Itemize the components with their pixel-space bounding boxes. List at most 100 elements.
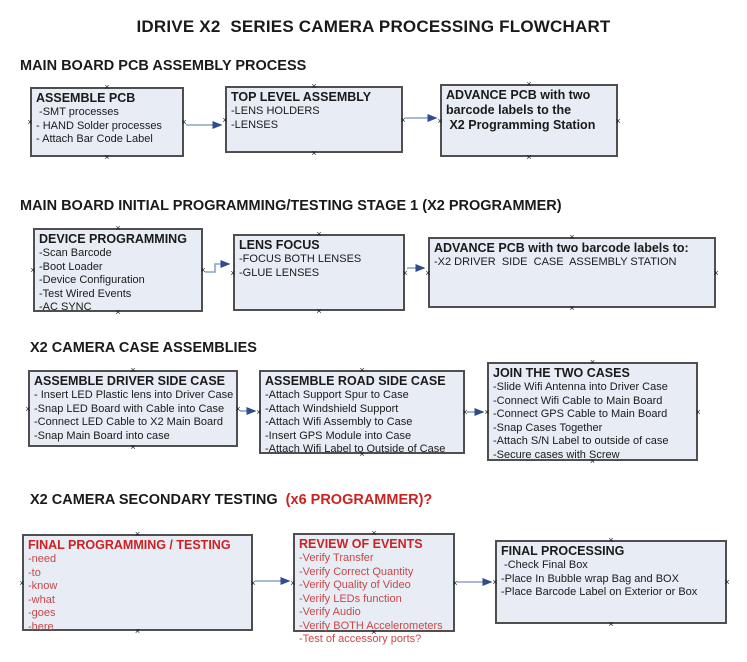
box-lines: -Check Final Box-Place In Bubble wrap Ba… (501, 559, 721, 600)
section-heading-secondary-testing-black: X2 CAMERA SECONDARY TESTING (30, 492, 286, 508)
box-line: -X2 DRIVER SIDE CASE ASSEMBLY STATION (434, 256, 677, 268)
box-lines: -X2 DRIVER SIDE CASE ASSEMBLY STATION (434, 256, 710, 270)
box-title: FINAL PROCESSING (501, 544, 625, 558)
box-line: X2 Programming Station (446, 118, 596, 132)
box-lines: - Insert LED Plastic lens into Driver Ca… (34, 389, 233, 443)
box-lines: -Attach Support Spur to Case-Attach Wind… (265, 389, 459, 457)
page-title: IDRIVE X2 SERIES CAMERA PROCESSING FLOWC… (136, 17, 611, 36)
box-lines: barcode labels to the X2 Programming Sta… (446, 103, 612, 133)
connection-point-icon (358, 450, 366, 458)
box-line: -know (28, 580, 58, 592)
connection-point-icon (134, 530, 142, 538)
box-line: -Attach S/N Label to outside of case (493, 435, 669, 447)
connection-point-icon (607, 536, 615, 544)
box-line: -GLUE LENSES (239, 266, 320, 279)
box-line: -to (28, 566, 41, 579)
connection-point-icon (134, 627, 142, 635)
connection-point-icon (607, 620, 615, 628)
box-line: - HAND Solder processes (36, 119, 162, 132)
flowbox-final-processing: FINAL PROCESSING -Check Final Box-Place … (495, 540, 727, 624)
box-line: -Snap LED Board with Cable into Case (34, 402, 225, 415)
box-line: -goes (28, 607, 56, 619)
box-line: -Connect Wifi Cable to Main Board (493, 394, 663, 407)
box-line: -Attach Support Spur to Case (265, 389, 409, 401)
box-line: -Secure cases with Screw (493, 448, 620, 461)
box-title: ADVANCE PCB with two (446, 88, 591, 102)
flowbox-device-programming: DEVICE PROGRAMMING -Scan Barcode-Boot Lo… (33, 228, 203, 315)
box-title: REVIEW OF EVENTS (299, 537, 423, 551)
connection-point-icon (180, 118, 188, 126)
box-lines: -Scan Barcode-Boot Loader-Device Configu… (39, 247, 197, 315)
box-line: -Test Wired Events (39, 287, 132, 300)
flowbox-final-programming-testing: FINAL PROGRAMMING / TESTING -need-to-kno… (22, 534, 253, 633)
flowbox-assemble-pcb: ASSEMBLE PCB -SMT processes- HAND Solder… (30, 87, 184, 157)
connection-point-icon (399, 116, 407, 124)
flowbox-assemble-driver-side-case: ASSEMBLE DRIVER SIDE CASE - Insert LED P… (28, 370, 238, 447)
box-line: -Attach Wifi Assembly to Case (265, 416, 413, 428)
flowbox-lens-focus: LENS FOCUS -FOCUS BOTH LENSES-GLUE LENSE… (233, 234, 405, 311)
box-lines: -FOCUS BOTH LENSES-GLUE LENSES (239, 253, 399, 280)
connection-point-icon (451, 579, 459, 587)
box-title: JOIN THE TWO CASES (493, 366, 630, 380)
connection-point-icon (289, 579, 297, 587)
flowbox-assemble-road-side-case: ASSEMBLE ROAD SIDE CASE -Attach Support … (259, 370, 465, 457)
box-line: -Snap Cases Together (493, 421, 603, 434)
arrow-device-programming-to-lens-focus (205, 260, 231, 273)
box-line: -LENS HOLDERS (231, 105, 320, 117)
connection-point-icon (199, 266, 207, 274)
connection-point-icon (436, 117, 444, 125)
box-title: FINAL PROGRAMMING / TESTING (28, 538, 231, 552)
flowbox-review-of-events: REVIEW OF EVENTS -Verify Transfer -Verify… (293, 533, 455, 645)
box-line: -Boot Loader (39, 260, 103, 273)
connection-point-icon (249, 579, 257, 587)
box-line: -Attach Windshield Support (265, 402, 399, 415)
flowbox-join-the-two-cases: JOIN THE TWO CASES -Slide Wifi Antenna i… (487, 362, 698, 461)
connection-point-icon (712, 269, 720, 277)
box-line: -Place Barcode Label on Exterior or Box (501, 586, 698, 598)
box-lines: -SMT processes- HAND Solder processes- A… (36, 106, 178, 147)
box-title: ASSEMBLE DRIVER SIDE CASE (34, 374, 226, 388)
box-lines: -Slide Wifi Antenna into Driver Case-Con… (493, 381, 692, 462)
connection-point-icon (26, 118, 34, 126)
connection-point-icon (424, 269, 432, 277)
box-lines: -LENS HOLDERS-LENSES (231, 105, 397, 132)
box-line: -FOCUS BOTH LENSES (239, 253, 362, 265)
connection-point-icon (525, 80, 533, 88)
box-line: -Check Final Box (501, 559, 588, 571)
box-line: -Verify Audio (299, 606, 361, 618)
connection-point-icon (114, 308, 122, 316)
box-line: -SMT processes (36, 106, 119, 118)
box-title: LENS FOCUS (239, 238, 320, 252)
box-title: ASSEMBLE ROAD SIDE CASE (265, 374, 446, 388)
box-line: -Verify LEDs function (299, 592, 402, 605)
box-line: -Verify Transfer (299, 552, 374, 564)
connection-point-icon (694, 408, 702, 416)
connection-point-icon (221, 116, 229, 124)
box-line: -Slide Wifi Antenna into Driver Case (493, 381, 668, 393)
connection-point-icon (370, 529, 378, 537)
connection-point-icon (315, 307, 323, 315)
box-line: barcode labels to the (446, 103, 572, 117)
box-title: TOP LEVEL ASSEMBLY (231, 90, 372, 104)
connection-point-icon (723, 578, 731, 586)
connection-point-icon (315, 230, 323, 238)
box-title: DEVICE PROGRAMMING (39, 232, 187, 246)
section-heading-secondary-testing: X2 CAMERA SECONDARY TESTING (x6 PROGRAMM… (30, 492, 432, 508)
connection-point-icon (114, 224, 122, 232)
box-line: -Insert GPS Module into Case (265, 429, 412, 442)
box-line: - Attach Bar Code Label (36, 133, 153, 145)
connection-point-icon (129, 366, 137, 374)
box-title: ASSEMBLE PCB (36, 91, 136, 105)
connection-point-icon (401, 269, 409, 277)
flowbox-top-level-assembly: TOP LEVEL ASSEMBLY -LENS HOLDERS-LENSES (225, 86, 403, 153)
connection-point-icon (129, 443, 137, 451)
connection-point-icon (370, 628, 378, 636)
box-line: -here (28, 620, 54, 633)
box-title: ADVANCE PCB with two barcode labels to: (434, 241, 689, 255)
connection-point-icon (18, 579, 26, 587)
connection-point-icon (29, 266, 37, 274)
connection-point-icon (483, 408, 491, 416)
connection-point-icon (491, 578, 499, 586)
box-line: -Connect LED Cable to X2 Main Board (34, 416, 223, 428)
